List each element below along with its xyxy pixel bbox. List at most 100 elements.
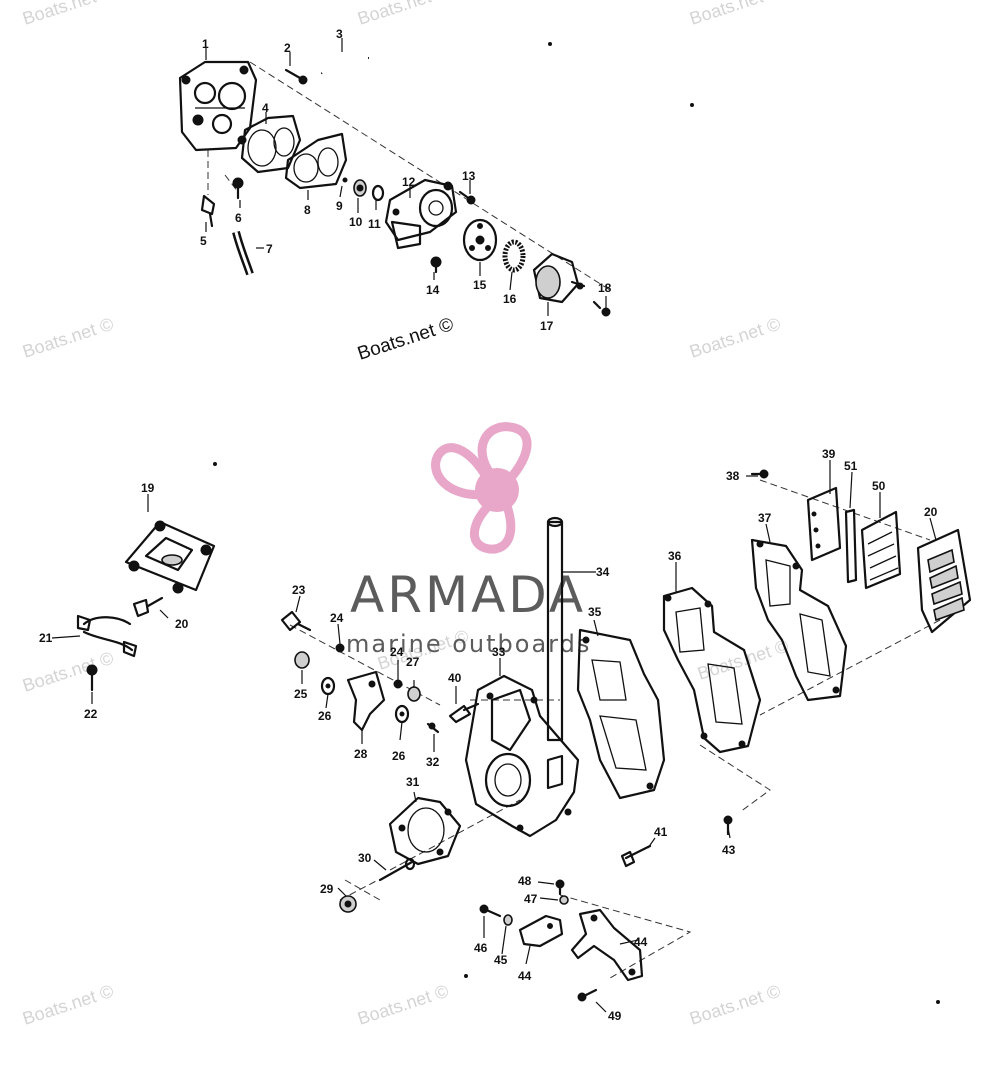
callout-1: 1 <box>202 37 209 51</box>
propeller-icon <box>431 422 532 554</box>
callout-9: 9 <box>336 199 343 213</box>
part-15-plate <box>462 218 498 262</box>
callout-4: 4 <box>262 101 269 115</box>
callout-13: 13 <box>462 169 476 183</box>
brand-name: ARMADA <box>350 566 586 624</box>
part-4-gasket <box>240 114 302 174</box>
callout-10: 10 <box>349 215 363 229</box>
callout-2: 2 <box>284 41 291 55</box>
speck <box>548 42 552 46</box>
watermark: Boats.net © <box>687 981 783 1029</box>
part-28-plate <box>346 670 386 732</box>
part-24-nut <box>393 679 403 689</box>
callout-36: 36 <box>668 549 682 563</box>
part-32-pin <box>426 722 440 734</box>
part-26-washer <box>394 704 410 724</box>
bracket-group: 19 20 21 22 <box>39 481 216 721</box>
part-31-gasket <box>388 796 462 866</box>
speck <box>690 103 694 107</box>
part-39-reed-stop <box>806 486 842 562</box>
part-46-block <box>518 914 564 948</box>
callout-6: 6 <box>235 211 242 225</box>
callout-11: 11 <box>368 217 381 231</box>
intake-group: 23 24 24 25 26 26 27 28 29 30 31 32 33 3… <box>280 516 668 913</box>
callout-38: 38 <box>726 469 740 483</box>
part-45-bracket <box>570 908 644 982</box>
callout-22: 22 <box>84 707 98 721</box>
callout-24: 24 <box>390 645 404 659</box>
callout-8: 8 <box>304 203 311 217</box>
callout-31: 31 <box>406 775 420 789</box>
part-50-screw <box>555 879 565 896</box>
part-29-nut <box>339 895 357 913</box>
part-44-bolt <box>620 844 652 868</box>
part-26-washer <box>320 676 336 696</box>
callout-21: 21 <box>39 631 53 645</box>
reed-group: 36 37 38 39 51 50 20 43 <box>662 447 972 857</box>
callout-18: 18 <box>598 281 612 295</box>
callout-5: 5 <box>200 234 207 248</box>
part-17-cover <box>532 252 586 304</box>
watermark: Boats.net © <box>20 0 116 29</box>
callout-45: 44 <box>634 935 648 949</box>
callout-44: 41 <box>654 825 668 839</box>
callout-48: 46 <box>474 941 488 955</box>
callout-17: 17 <box>540 319 554 333</box>
part-9-check <box>342 177 348 183</box>
callout-30: 30 <box>358 851 372 865</box>
part-27-nut <box>407 686 421 702</box>
callout-34: 34 <box>596 565 610 579</box>
callout-14: 14 <box>426 283 440 297</box>
part-49-spring <box>559 895 569 905</box>
callout-33: 33 <box>492 645 506 659</box>
callout-51: 51 <box>844 459 858 473</box>
callout-32: 32 <box>426 755 440 769</box>
part-51-strip <box>844 508 858 584</box>
part-20-bolt <box>132 596 164 618</box>
part-5-bolt <box>200 194 216 228</box>
watermark: Boats.net © <box>20 314 116 362</box>
callout-24: 24 <box>330 611 344 625</box>
diagram-credit: Boats.net © <box>355 314 456 365</box>
part-8-diaphragm <box>284 132 348 190</box>
part-34-tube <box>546 516 564 742</box>
part-23-fitting <box>280 610 312 632</box>
callout-27: 27 <box>406 655 420 669</box>
part-21-clamp <box>76 614 138 658</box>
watermark: Boats.net © <box>20 648 116 696</box>
callout-39: 39 <box>822 447 836 461</box>
speck <box>213 462 217 466</box>
upper-assembly: 1 2 3 4 5 6 7 8 9 10 11 12 13 14 15 16 1… <box>178 27 612 365</box>
speck <box>936 1000 940 1004</box>
part-33-manifold <box>464 674 580 838</box>
watermark: Boats.net © <box>355 0 451 29</box>
part-16-gasket <box>502 239 526 273</box>
part-48-screw <box>479 904 502 918</box>
callout-43: 43 <box>722 843 736 857</box>
watermark: Boats.net © <box>687 0 783 29</box>
part-36-plate <box>662 586 762 754</box>
part-41-reed-block <box>916 528 972 634</box>
linkage-group: 44 44 45 46 47 48 49 <box>474 874 692 1023</box>
part-6-fitting <box>232 177 244 200</box>
callout-37: 37 <box>758 511 772 525</box>
callout-29: 29 <box>320 882 334 896</box>
callout-19: 19 <box>141 481 155 495</box>
part-22-screw <box>86 664 98 692</box>
speck <box>464 974 468 978</box>
callout-41: 20 <box>924 505 938 519</box>
part-10-nut <box>353 179 367 197</box>
part-38-screw <box>750 469 769 479</box>
part-13-screw <box>458 190 476 205</box>
watermark: Boats.net © <box>687 314 783 362</box>
callout-40: 50 <box>872 479 886 493</box>
callout-25: 25 <box>294 687 308 701</box>
callout-47: 45 <box>494 953 508 967</box>
callout-16: 16 <box>503 292 517 306</box>
callout-26: 26 <box>318 709 332 723</box>
armada-logo: ARMADA marine outboards <box>346 422 589 658</box>
callout-20: 49 <box>608 1009 622 1023</box>
callout-12: 12 <box>402 175 416 189</box>
callout-28: 28 <box>354 747 368 761</box>
